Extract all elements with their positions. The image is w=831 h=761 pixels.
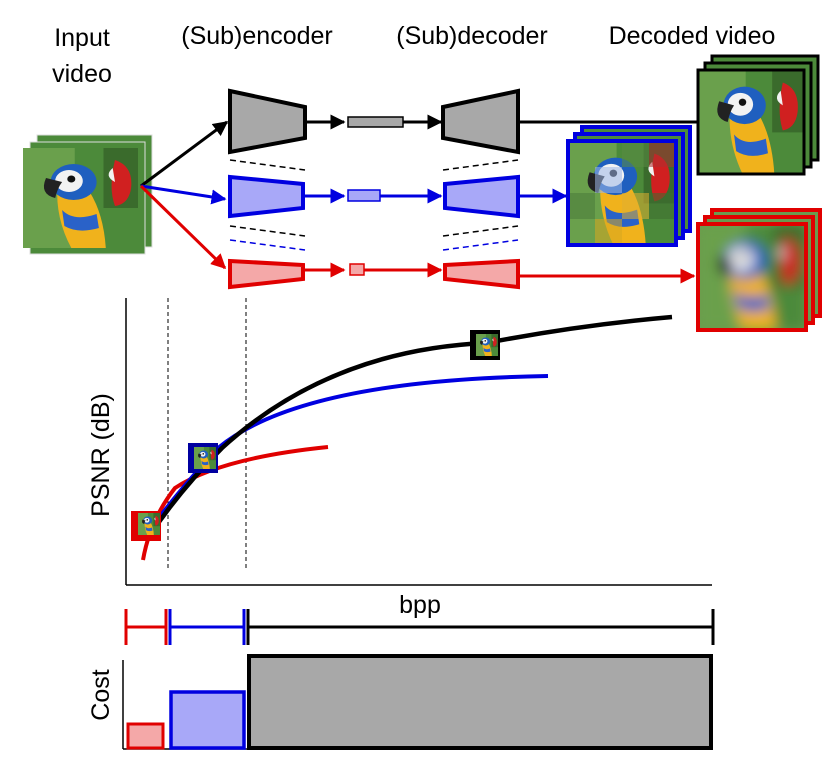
full-codec-row: [228, 88, 700, 155]
operating-point-medium-icon: [188, 443, 218, 473]
branch-arrow-full: [140, 120, 229, 188]
plot-x-label: bpp: [399, 591, 441, 619]
small-codec-row: [228, 258, 696, 290]
cost-bar-medium: [169, 690, 246, 750]
cost-bar-full: [247, 654, 713, 750]
full-latent: [347, 116, 404, 128]
heading-decoded-video: Decoded video: [609, 22, 776, 50]
small-encoder: [228, 258, 305, 290]
full-decoder: [441, 88, 520, 155]
medium-codec-row: [228, 174, 568, 219]
heading-input-line1: Input: [54, 24, 110, 52]
small-latent: [349, 263, 365, 276]
heading-decoder: (Sub)decoder: [396, 22, 547, 50]
cost-y-label: Cost: [87, 669, 115, 720]
curve-full: [148, 314, 673, 537]
psnr-plot: PSNR (dB) bpp: [87, 298, 712, 619]
operating-point-full-icon: [470, 330, 500, 360]
small-decoder: [443, 258, 520, 290]
branch-arrow-medium: [140, 184, 227, 205]
plot-y-label: PSNR (dB): [87, 393, 115, 517]
full-encoder: [228, 88, 307, 155]
operating-point-small-icon: [131, 511, 161, 541]
cost-bar-small: [126, 722, 165, 750]
parrot-video-frames-icon: [23, 134, 153, 255]
branch-arrow-small: [139, 184, 227, 270]
cost-chart: Cost: [87, 654, 713, 750]
medium-latent: [347, 189, 381, 202]
parrot-sharp-frames-icon: [696, 54, 820, 176]
bpp-range-bars: [124, 609, 715, 645]
medium-decoder: [443, 174, 520, 219]
parrot-blurred-frames-icon: [696, 208, 822, 332]
heading-encoder: (Sub)encoder: [181, 22, 332, 50]
heading-input-line2: video: [52, 60, 112, 88]
parrot-pixelated-frames-icon: [566, 125, 692, 247]
medium-encoder: [228, 174, 305, 219]
